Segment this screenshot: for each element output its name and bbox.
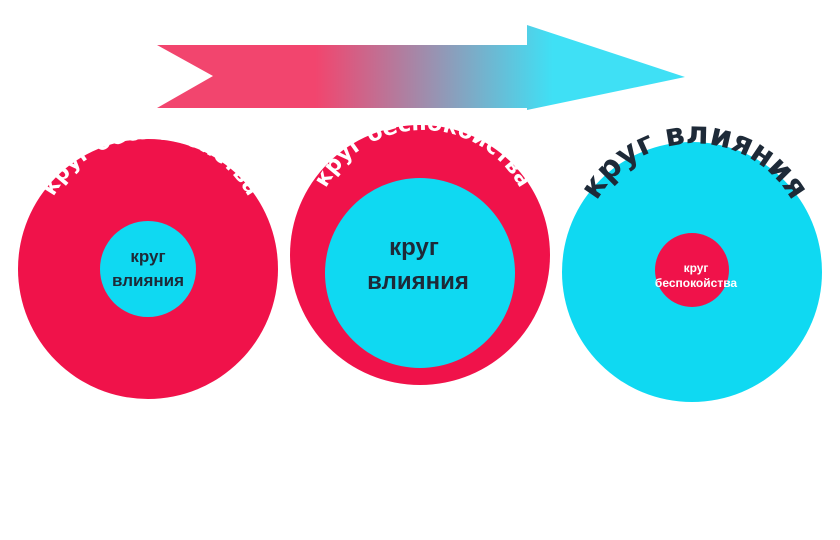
circle-diagram-2: круг беспокойства круг влияния [290,111,550,385]
circle-diagram-3: круг влияния круг беспокойства [562,115,822,402]
inner-label-2b: влияния [367,268,469,295]
inner-circle-2 [325,178,515,368]
circle-diagram-1: круг беспокойства круг влияния [18,120,278,399]
inner-label-2a: круг [389,234,439,261]
inner-circle-1 [100,221,196,317]
inner-label-1b: влияния [112,271,184,290]
inner-label-3a: круг [684,261,709,275]
progress-arrow [157,25,685,110]
inner-label-3b: беспокойства [655,276,738,290]
inner-circle-3 [655,233,729,307]
inner-label-1a: круг [130,247,165,266]
